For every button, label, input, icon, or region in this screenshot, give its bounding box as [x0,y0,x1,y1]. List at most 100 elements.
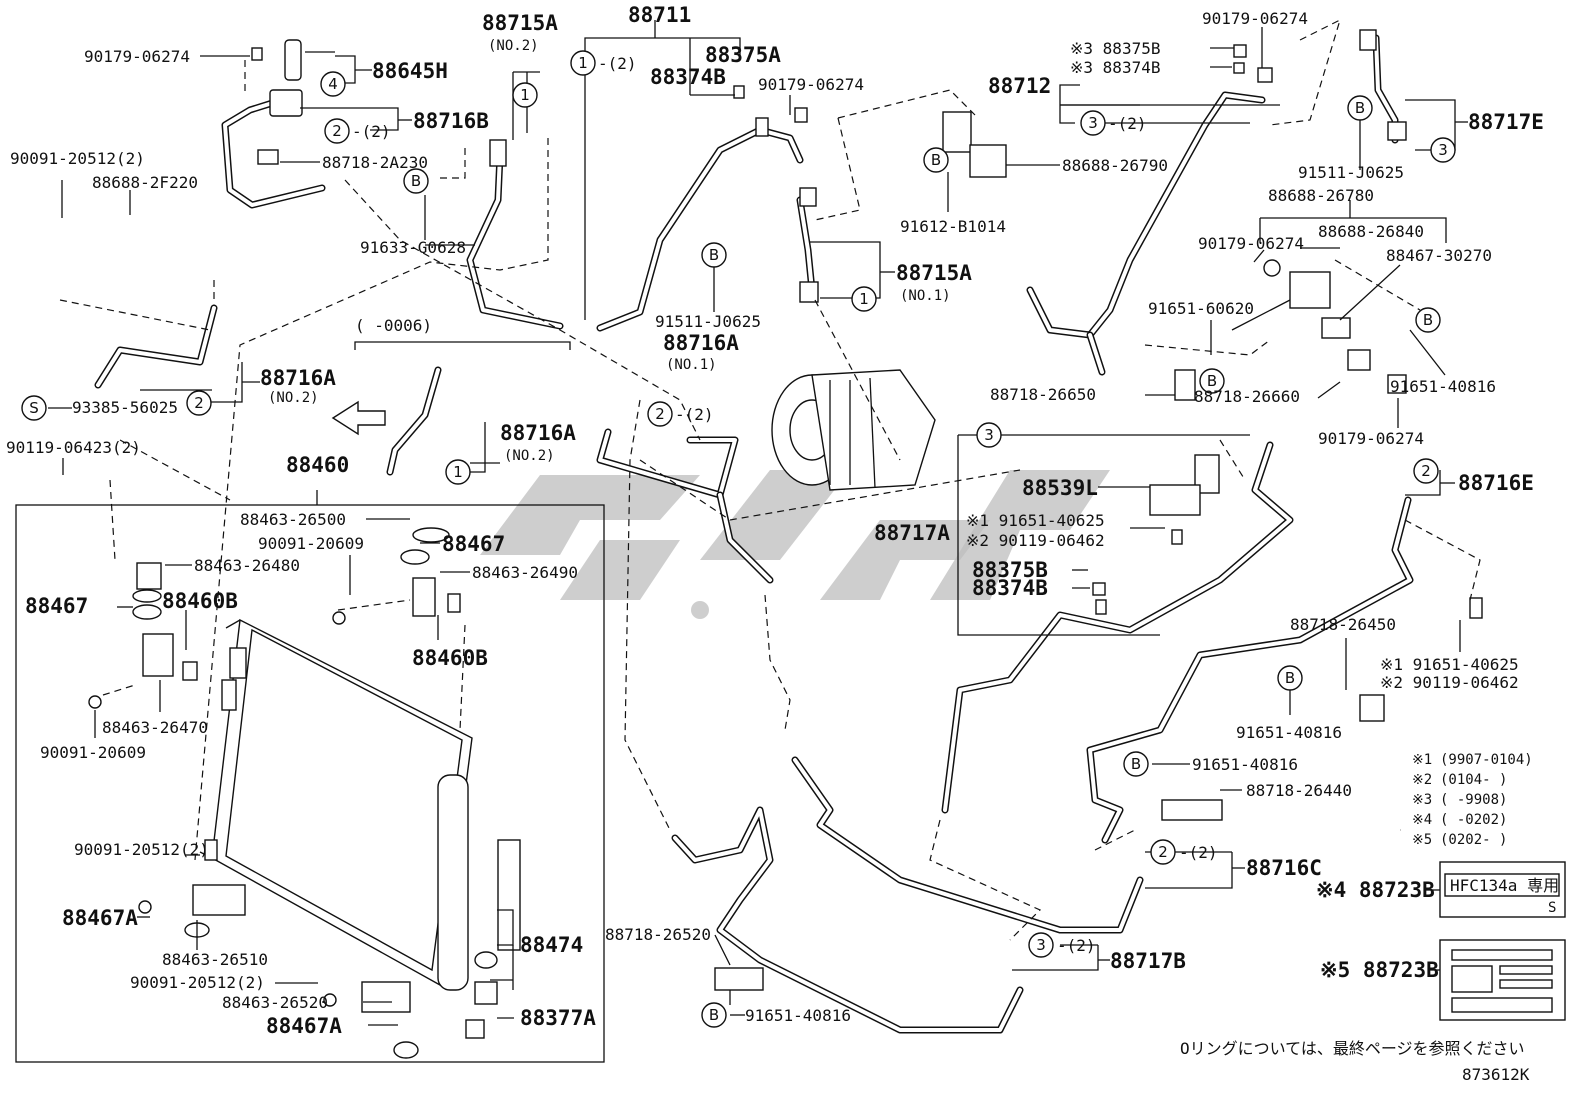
marker-b: B [1423,311,1433,329]
part-number: 88467A [62,906,138,930]
marker-b: B [1285,669,1295,687]
part-number: 90091-20512(2) [74,840,209,859]
marker-2: 2 [194,394,204,412]
part-number: 88374B [972,576,1048,600]
marker-4: 4 [328,75,338,93]
part-number: 88460 [286,453,349,477]
part-number: 88716A [500,421,576,445]
marker-b: B [411,172,421,190]
part-number: 88718-26660 [1194,387,1300,406]
marker-1: 1 [859,290,869,308]
part-note: (NO.1) [900,288,951,304]
part-number: 88688-26780 [1268,186,1374,205]
marker-b: B [1131,755,1141,773]
marker-2: 2 [655,405,665,423]
part-number: 88539L [1022,476,1098,500]
legend: ※1 (9907-0104) ※2 (0104- ) ※3 ( -9908) ※… [1412,752,1533,848]
legend-range: ( -0202) [1440,812,1507,828]
caution-label-plate [1439,939,1566,1021]
part-note: ( -0006) [355,316,432,335]
part-labels: 90179-06274 88645H 88716B 88718-2A230 90… [6,3,1544,1038]
part-number: 88718-26520 [605,925,711,944]
condenser-brackets [88,527,498,1059]
part-number: 88717A [874,521,950,545]
legend-mark: ※3 [1412,792,1432,808]
part-number: 88463-26480 [194,556,300,575]
o-ring-note: Oリングについては、最終ページを参照ください [1180,1039,1525,1058]
part-number: 88467 [442,532,505,556]
legend-mark: ※4 [1412,812,1432,828]
marker-1: 1 [578,54,588,72]
part-number: 88711 [628,3,691,27]
part-number: 91651-40816 [1192,755,1298,774]
qty-note: -(2) [1179,843,1218,862]
ac-compressor [771,369,936,491]
part-number: 88375A [705,43,781,67]
condenser-group-box [15,504,605,1063]
part-note: (NO.1) [666,357,717,373]
part-number: 88467 [25,594,88,618]
part-number: ※3 88375B [1070,39,1160,58]
legend-range: (9907-0104) [1440,752,1533,768]
part-number: 88463-26470 [102,718,208,737]
part-number: 90179-06274 [1318,429,1424,448]
marker-1: 1 [453,463,463,481]
legend-mark: ※5 [1412,832,1432,848]
part-number: 88718-26650 [990,385,1096,404]
part-number: 91651-60620 [1148,299,1254,318]
part-number: 88718-2A230 [322,153,428,172]
part-number: ※5 88723B [1320,958,1439,982]
part-number: 88463-26520 [222,993,328,1012]
marker-b: B [1207,372,1217,390]
qty-note: -(2) [1057,936,1096,955]
dashed-guides [59,18,1481,941]
legend-mark: ※2 [1412,772,1432,788]
part-note: (NO.2) [504,448,555,464]
part-number: 88712 [988,74,1051,98]
part-number: 91612-B1014 [900,217,1006,236]
qty-note: -(2) [1108,114,1147,133]
part-note: (NO.2) [488,38,539,54]
part-number: 88474 [520,933,583,957]
part-number: 90091-20609 [258,534,364,553]
part-number: ※2 90119-06462 [966,531,1105,550]
part-number: 90179-06274 [1198,234,1304,253]
marker-3: 3 [1036,936,1046,954]
legend-range: ( -9908) [1440,792,1507,808]
diagram-code: 873612K [1462,1065,1530,1084]
part-number: 88716C [1246,856,1322,880]
marker-3: 3 [984,426,994,444]
part-number: 88460B [162,589,238,613]
part-note: (NO.2) [268,390,319,406]
part-number: 88716E [1458,471,1534,495]
label-plate-text: HFC134a 専用 [1450,876,1559,895]
legend-range: (0202- ) [1440,832,1507,848]
part-number: ※1 91651-40625 [1380,655,1519,674]
part-number: 90119-06423(2) [6,438,141,457]
part-number: 91633-G0628 [360,238,466,257]
part-number: 88688-26790 [1062,156,1168,175]
direction-arrow [331,400,386,436]
hfc-label-plate: HFC134a 専用 S [1439,861,1566,918]
part-number: 88718-26450 [1290,615,1396,634]
marker-b: B [709,1006,719,1024]
part-number: 90179-06274 [758,75,864,94]
leader-lines [48,20,1468,1026]
legend-mark: ※1 [1412,752,1432,768]
part-number: 90091-20512(2) [130,973,265,992]
part-number: 91651-40816 [1390,377,1496,396]
marker-1: 1 [520,86,530,104]
part-number: 88718-26440 [1246,781,1352,800]
part-number: ※2 90119-06462 [1380,673,1519,692]
part-number: 88467A [266,1014,342,1038]
part-number: 90179-06274 [84,47,190,66]
marker-2: 2 [1421,462,1431,480]
marker-2: 2 [332,122,342,140]
part-number: 88715A [896,261,972,285]
part-number: 88715A [482,11,558,35]
part-number: ※4 88723B [1316,878,1435,902]
part-number: ※3 88374B [1070,58,1160,77]
part-number: 88374B [650,65,726,89]
part-number: 88463-26490 [472,563,578,582]
